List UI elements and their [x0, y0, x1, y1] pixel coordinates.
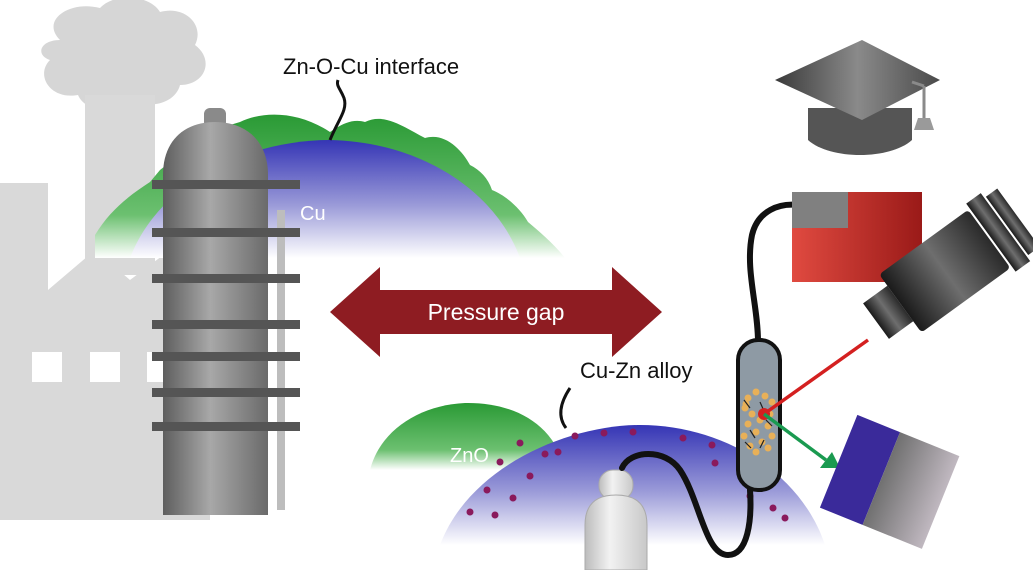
column-body: [163, 122, 268, 515]
x-ray-beam: [762, 338, 870, 416]
zno-label: ZnO: [450, 445, 489, 467]
factory: [0, 0, 210, 520]
alloy-label: Cu-Zn alloy: [580, 358, 692, 383]
emission-beam: [762, 412, 828, 462]
factory-window: [90, 352, 120, 382]
pressure-gap-label: Pressure gap: [428, 299, 565, 325]
spectrometer: [863, 188, 1033, 339]
interface-label: Zn-O-Cu interface: [283, 54, 459, 79]
reactor-column: [152, 108, 300, 515]
detector: [819, 414, 960, 549]
graduation-cap-icon: [775, 40, 940, 155]
smoke-cloud: [41, 0, 206, 110]
pressure-gap-arrow: Pressure gap: [330, 267, 662, 357]
emission-arrowhead: [820, 452, 840, 468]
capillary-reactor: [736, 338, 782, 492]
gas-cylinder: [584, 469, 648, 571]
capillary-tube-upper: [746, 201, 801, 345]
factory-building: [0, 183, 210, 520]
grain-lines: [743, 399, 773, 449]
zno-particle: [370, 402, 565, 470]
catalyst-grains: [740, 388, 776, 456]
factory-window: [32, 352, 62, 382]
alloy-pointer: [559, 387, 572, 429]
capillary-tube: [619, 451, 754, 559]
column-rings: [152, 180, 300, 431]
cu-label: Cu: [300, 203, 326, 225]
interface-pointer: [328, 79, 347, 141]
alloy-dots: [466, 428, 789, 522]
